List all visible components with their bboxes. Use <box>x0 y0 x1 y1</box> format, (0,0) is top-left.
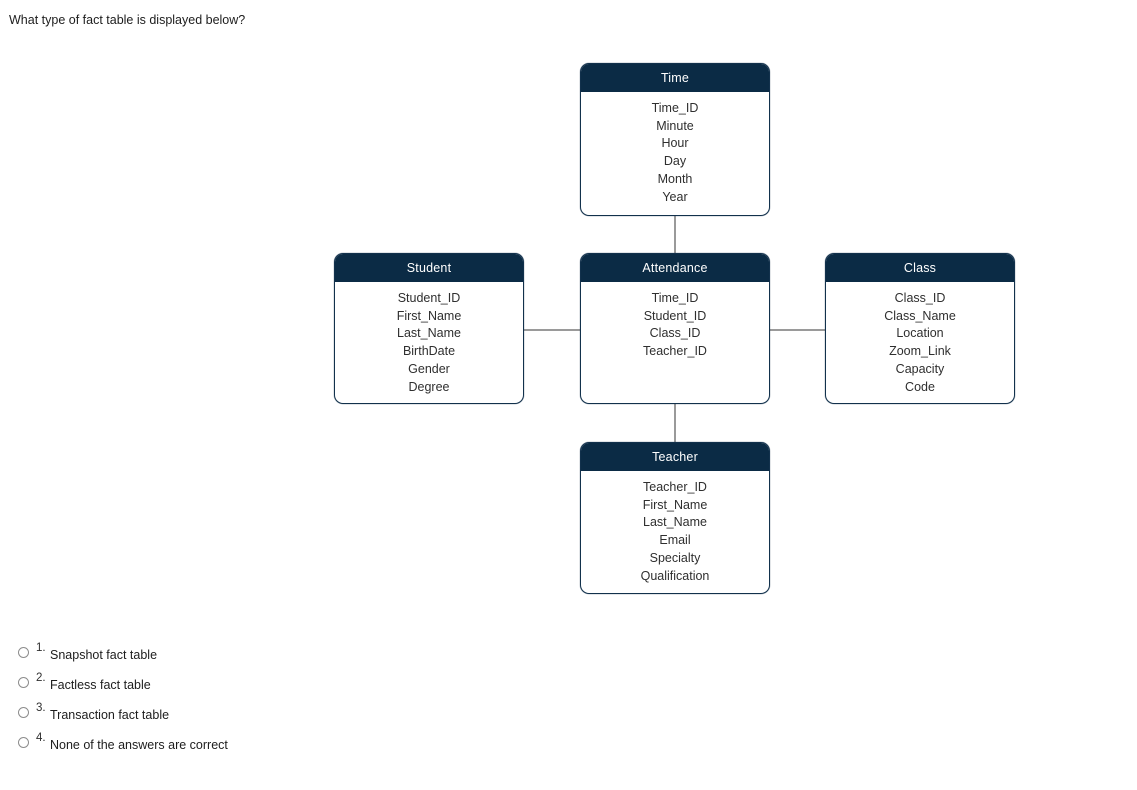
entity-field: Degree <box>408 379 450 394</box>
option-number-4: 4. <box>36 732 46 744</box>
option-label-3[interactable]: Transaction fact table <box>50 708 170 722</box>
entity-field: Email <box>659 533 691 548</box>
radio-button-icon-2[interactable] <box>18 677 29 688</box>
entity-field: Teacher_ID <box>643 344 707 359</box>
entity-field: Minute <box>656 118 694 133</box>
option-number-3: 3. <box>36 702 46 714</box>
connector-attendance-class <box>770 329 825 331</box>
option-number-1: 1. <box>36 642 46 654</box>
option-label-2[interactable]: Factless fact table <box>50 678 151 692</box>
entity-fields-class: Class_ID Class_Name Location Zoom_Link C… <box>826 282 1014 396</box>
connector-student-attendance <box>524 329 580 331</box>
entity-title-attendance: Attendance <box>581 254 769 282</box>
erd-diagram: Time Time_ID Minute Hour Day Month Year … <box>334 63 1015 594</box>
entity-field: BirthDate <box>402 344 456 359</box>
entity-field: Class_Name <box>884 308 956 323</box>
entity-field: Last_Name <box>397 326 461 341</box>
entity-table-student: Student Student_ID First_Name Last_Name … <box>334 253 524 404</box>
entity-field: First_Name <box>396 308 462 323</box>
entity-field: Teacher_ID <box>643 480 707 494</box>
entity-field: Zoom_Link <box>889 344 951 359</box>
entity-field: Qualification <box>640 568 710 583</box>
option-number-2: 2. <box>36 672 46 684</box>
radio-button-icon-4[interactable] <box>18 737 29 748</box>
entity-field: Time_ID <box>651 101 699 115</box>
option-row-4[interactable]: 4. None of the answers are correct <box>0 730 1137 760</box>
entity-field: Last_Name <box>643 515 707 530</box>
entity-field: Hour <box>661 136 689 151</box>
option-label-1[interactable]: Snapshot fact table <box>50 648 158 662</box>
entity-field: Class_ID <box>649 326 701 341</box>
entity-field: Student_ID <box>397 291 461 305</box>
entity-field: Code <box>905 379 935 394</box>
option-row-2[interactable]: 2. Factless fact table <box>0 670 1137 700</box>
question-text: What type of fact table is displayed bel… <box>9 13 246 27</box>
entity-fields-teacher: Teacher_ID First_Name Last_Name Email Sp… <box>581 471 769 585</box>
entity-field: Time_ID <box>651 291 699 305</box>
entity-field: Student_ID <box>643 308 707 323</box>
entity-fields-student: Student_ID First_Name Last_Name BirthDat… <box>335 282 523 396</box>
connector-time-attendance <box>674 216 676 253</box>
option-label-4[interactable]: None of the answers are correct <box>50 738 228 752</box>
entity-table-attendance: Attendance Time_ID Student_ID Class_ID T… <box>580 253 770 404</box>
entity-field: Day <box>663 154 687 169</box>
entity-table-class: Class Class_ID Class_Name Location Zoom_… <box>825 253 1015 404</box>
entity-title-class: Class <box>826 254 1014 282</box>
radio-button-icon-1[interactable] <box>18 647 29 658</box>
entity-table-time: Time Time_ID Minute Hour Day Month Year <box>580 63 770 216</box>
entity-table-teacher: Teacher Teacher_ID First_Name Last_Name … <box>580 442 770 594</box>
answer-options-list: 1. Snapshot fact table 2. Factless fact … <box>0 640 1137 760</box>
entity-field: Month <box>657 171 693 186</box>
connector-attendance-teacher <box>674 404 676 442</box>
entity-field: Capacity <box>895 361 945 376</box>
entity-field: Class_ID <box>894 291 946 305</box>
entity-title-student: Student <box>335 254 523 282</box>
entity-field: First_Name <box>642 497 708 512</box>
entity-field: Gender <box>408 361 450 376</box>
entity-title-time: Time <box>581 64 769 92</box>
entity-fields-time: Time_ID Minute Hour Day Month Year <box>581 92 769 206</box>
entity-field: Location <box>896 326 944 341</box>
entity-field: Specialty <box>649 550 701 565</box>
entity-fields-attendance: Time_ID Student_ID Class_ID Teacher_ID <box>581 282 769 361</box>
option-row-1[interactable]: 1. Snapshot fact table <box>0 640 1137 670</box>
radio-button-icon-3[interactable] <box>18 707 29 718</box>
entity-title-teacher: Teacher <box>581 443 769 471</box>
option-row-3[interactable]: 3. Transaction fact table <box>0 700 1137 730</box>
entity-field: Year <box>662 189 688 204</box>
